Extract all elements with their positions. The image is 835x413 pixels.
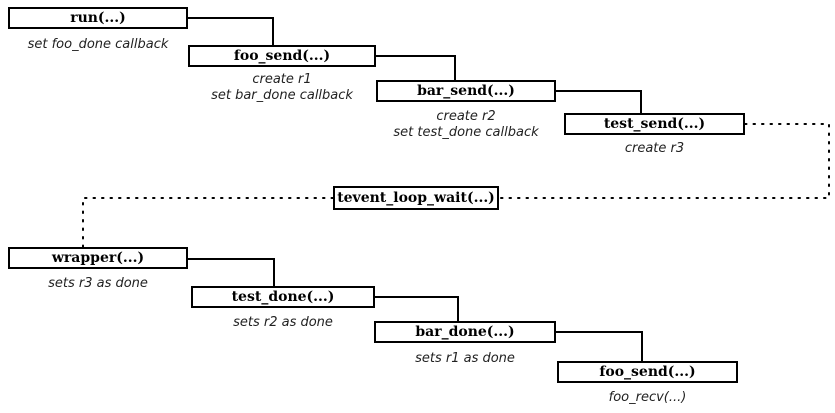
foo-send-callback-note-line-1: foo_recv(...): [608, 390, 687, 405]
foo-send-function-box: foo_send(...): [188, 45, 376, 67]
bar-done-note-line-1: sets r1 as done: [415, 351, 515, 366]
foo-send-note-line-1: create r1: [252, 72, 312, 87]
test-done-function-box: test_done(...): [191, 286, 375, 308]
bar-send-note-line-2: set test_done callback: [393, 125, 539, 140]
bar-done-note: sets r1 as done: [374, 351, 556, 367]
bar-send-note-line-1: create r2: [436, 109, 496, 124]
bar-send-note: create r2 set test_done callback: [366, 109, 566, 141]
foo-send-note-line-2: set bar_done callback: [211, 88, 353, 103]
run-note-line-1: set foo_done callback: [27, 37, 169, 52]
test-send-note-line-1: create r3: [624, 141, 685, 156]
test-send-note: create r3: [564, 141, 745, 157]
connector-foo-send-bar-send: [376, 55, 456, 80]
wrapper-function-box: wrapper(...): [8, 247, 188, 269]
bar-done-function-box: bar_done(...): [374, 321, 556, 343]
dotted-loop-to-wrapper: [82, 197, 334, 248]
wrapper-note-line-1: sets r3 as done: [48, 276, 148, 291]
foo-send-note: create r1 set bar_done callback: [188, 72, 376, 104]
connector-test-done-bar-done: [375, 296, 459, 321]
run-note: set foo_done callback: [8, 37, 188, 53]
test-send-function-box: test_send(...): [564, 113, 745, 135]
connector-bar-done-foo-send: [556, 331, 643, 361]
foo-send-callback-note: foo_recv(...): [557, 390, 738, 406]
wrapper-note: sets r3 as done: [8, 276, 188, 292]
test-done-note: sets r2 as done: [191, 315, 375, 331]
test-done-note-line-1: sets r2 as done: [233, 315, 333, 330]
dotted-test-send-to-loop: [498, 123, 830, 199]
bar-send-function-box: bar_send(...): [376, 80, 556, 102]
connector-bar-send-test-send: [556, 90, 642, 113]
run-function-box: run(...): [8, 7, 188, 29]
connector-run-foo-send: [188, 17, 274, 45]
foo-send-callback-function-box: foo_send(...): [557, 361, 738, 383]
connector-wrapper-test-done: [188, 258, 275, 286]
event-loop-function-box: tevent_loop_wait(...): [333, 186, 499, 210]
